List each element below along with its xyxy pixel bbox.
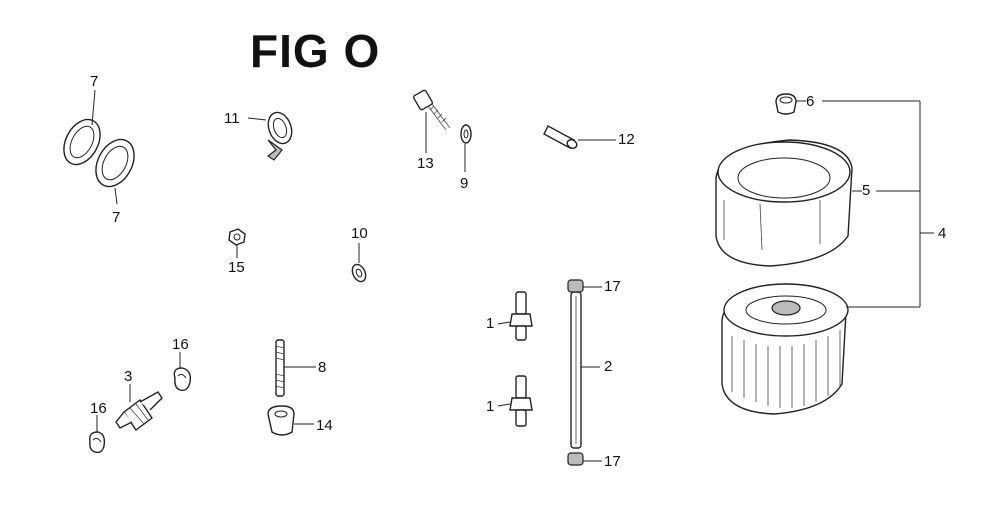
callout-4: 4 bbox=[938, 225, 947, 242]
part-16-clip-right bbox=[173, 367, 192, 392]
part-13-bolt bbox=[412, 89, 451, 131]
callout-14: 14 bbox=[316, 417, 333, 434]
figure-title: FIG O bbox=[250, 25, 381, 77]
part-6-wing-nut bbox=[775, 93, 797, 115]
part-12-pin bbox=[543, 125, 578, 149]
assembly-bracket bbox=[796, 100, 934, 308]
leader-7a bbox=[91, 89, 96, 126]
part-11-clamp bbox=[266, 111, 293, 161]
callout-13: 13 bbox=[417, 155, 434, 172]
part-1-fitting-upper bbox=[509, 291, 533, 341]
part-7-ring-upper bbox=[63, 118, 101, 166]
callout-7-upper: 7 bbox=[90, 73, 99, 90]
callout-17-upper: 17 bbox=[604, 278, 621, 295]
part-1-fitting-lower bbox=[509, 375, 533, 427]
callout-1-upper: 1 bbox=[486, 315, 495, 332]
callout-1-lower: 1 bbox=[486, 398, 495, 415]
callout-6: 6 bbox=[806, 93, 815, 110]
part-14-cap-nut bbox=[267, 405, 295, 436]
callout-8: 8 bbox=[318, 359, 327, 376]
callout-11: 11 bbox=[224, 110, 240, 127]
leader-11 bbox=[247, 117, 267, 121]
callout-12: 12 bbox=[618, 131, 635, 148]
callout-9: 9 bbox=[460, 175, 469, 192]
part-17-clip-lower bbox=[567, 452, 584, 466]
part-7-ring-lower bbox=[95, 138, 135, 188]
part-16-clip-left bbox=[88, 431, 106, 454]
part-2-tube bbox=[570, 291, 582, 449]
part-3-fuel-filter bbox=[115, 391, 163, 432]
callout-10: 10 bbox=[351, 225, 368, 242]
part-4-paper-element bbox=[721, 283, 849, 415]
part-17-clip-upper bbox=[567, 279, 584, 293]
callout-15: 15 bbox=[228, 259, 245, 276]
callout-16-left: 16 bbox=[90, 400, 107, 417]
callout-16-right: 16 bbox=[172, 336, 189, 353]
leader-7b bbox=[114, 187, 118, 205]
part-5-foam-element bbox=[715, 139, 853, 267]
callout-5: 5 bbox=[862, 182, 871, 199]
part-9-washer bbox=[460, 124, 472, 144]
leader-1b bbox=[497, 403, 511, 407]
leader-1a bbox=[497, 321, 511, 325]
part-8-stud bbox=[275, 339, 285, 397]
part-15-nut bbox=[228, 228, 246, 246]
callout-7-lower: 7 bbox=[112, 209, 121, 226]
callout-3: 3 bbox=[124, 368, 133, 385]
callout-2: 2 bbox=[604, 358, 613, 375]
callout-17-lower: 17 bbox=[604, 453, 621, 470]
part-10-nut bbox=[351, 263, 367, 283]
